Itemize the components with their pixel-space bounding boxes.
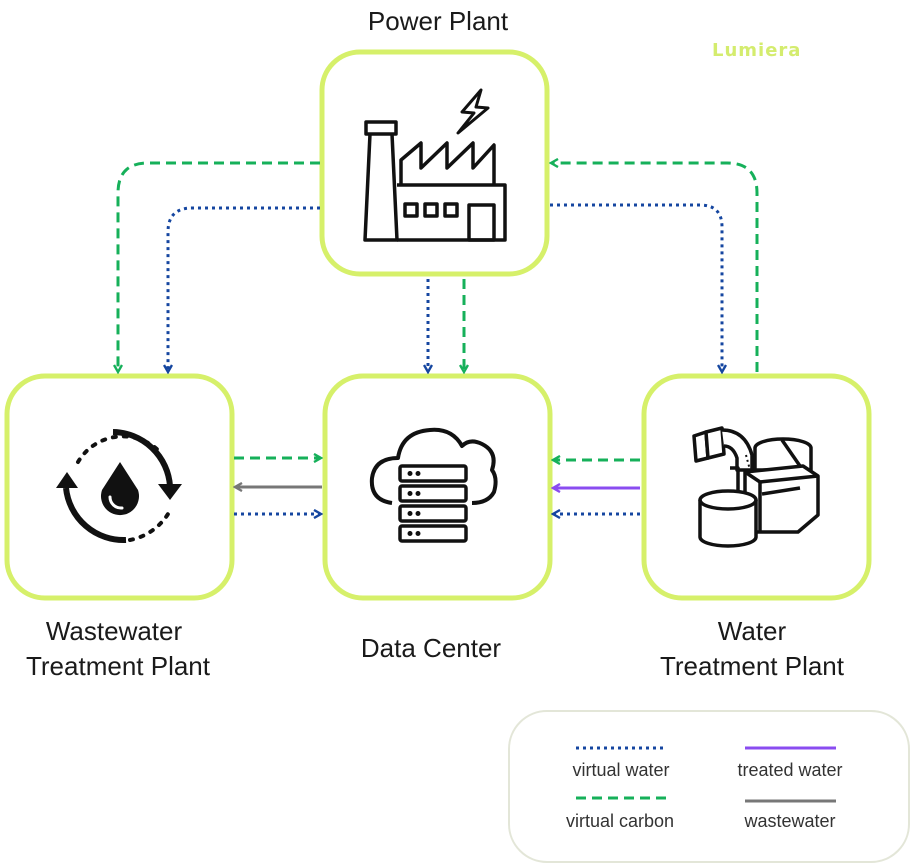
data-center-label: Data Center — [361, 633, 502, 663]
power-to-wastewater-carbon-arrow — [118, 161, 320, 372]
power-plant-node — [319, 49, 550, 277]
power-to-waterplant-water-arrow — [550, 203, 722, 372]
legend-virtual-water-label: virtual water — [572, 760, 669, 780]
power-plant-label: Power Plant — [368, 6, 509, 36]
brand-logo: Lumiera — [712, 40, 801, 61]
water-treatment-icon — [692, 426, 820, 548]
water-plant-label-line1: Water — [718, 616, 787, 646]
power-to-wastewater-water-arrow — [168, 206, 320, 372]
water-plant-label-line2: Treatment Plant — [660, 651, 845, 681]
wastewater-plant-label-line1: Wastewater — [46, 616, 183, 646]
cloud-server-icon — [369, 427, 498, 543]
water-cycle-icon — [56, 429, 182, 544]
factory-icon — [363, 88, 507, 242]
legend-treated-water-label: treated water — [737, 760, 842, 780]
wastewater-plant-label-line2: Treatment Plant — [26, 651, 211, 681]
waterplant-to-power-carbon-arrow — [551, 163, 759, 372]
legend-virtual-carbon-label: virtual carbon — [566, 811, 674, 831]
legend-box — [508, 710, 910, 863]
legend: virtual water treated water virtual carb… — [566, 746, 843, 831]
legend-wastewater-label: wastewater — [743, 811, 835, 831]
